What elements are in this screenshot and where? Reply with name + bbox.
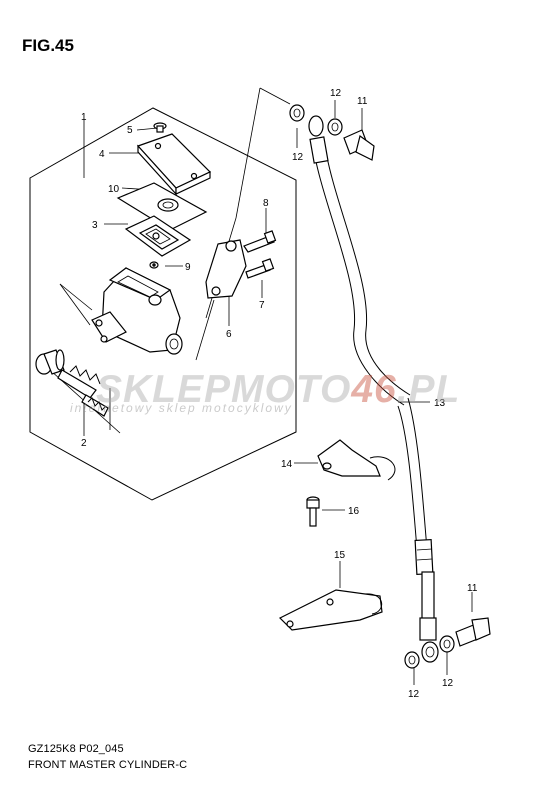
upper-washer-left bbox=[289, 104, 305, 122]
callout-4: 4 bbox=[99, 149, 105, 160]
footer-caption: FRONT MASTER CYLINDER-C bbox=[28, 759, 188, 771]
master-cylinder-body bbox=[91, 267, 183, 355]
watermark-tagline: internetowy sklep motocyklowy bbox=[70, 401, 293, 415]
callout-3: 3 bbox=[92, 220, 98, 231]
holder-bolt-lower bbox=[245, 258, 275, 279]
figure-title: FIG.45 bbox=[22, 36, 74, 55]
callout-15: 15 bbox=[334, 550, 346, 561]
diaphragm bbox=[124, 215, 192, 257]
watermark-brand-main: SKLEPMOTO bbox=[96, 368, 352, 411]
reservoir-cap bbox=[136, 133, 212, 196]
mirror-holder bbox=[205, 239, 247, 299]
callout-2: 2 bbox=[81, 438, 87, 449]
watermark-brand: SKLEPMOTO46.PL bbox=[96, 368, 460, 412]
watermark-brand-highlight: 46 bbox=[351, 368, 397, 411]
callout-11-top: 11 bbox=[357, 96, 368, 107]
callout-5: 5 bbox=[127, 125, 133, 136]
lower-washer-left bbox=[404, 651, 420, 669]
brake-hose bbox=[308, 115, 439, 663]
hose-union-ring bbox=[149, 261, 159, 269]
hose-clamp bbox=[317, 439, 396, 481]
callout-12-bottom-right: 12 bbox=[442, 678, 454, 689]
callout-10: 10 bbox=[108, 184, 120, 195]
clamp-bolt bbox=[306, 496, 320, 527]
upper-washer-right bbox=[327, 118, 343, 136]
callout-1: 1 bbox=[81, 112, 87, 123]
callout-7: 7 bbox=[259, 300, 265, 311]
lower-union-bolt bbox=[455, 617, 491, 647]
holder-bolt-upper bbox=[243, 230, 277, 253]
assembly-outline bbox=[29, 107, 297, 501]
callout-13: 13 bbox=[434, 398, 446, 409]
callout-6: 6 bbox=[226, 329, 232, 340]
watermark-brand-tail: .PL bbox=[396, 368, 461, 411]
upper-union-bolt bbox=[343, 129, 375, 161]
reservoir-cap-screw bbox=[153, 122, 167, 133]
callout-9: 9 bbox=[185, 262, 191, 273]
callout-12-top-right: 12 bbox=[330, 88, 342, 99]
hose-guide-bracket bbox=[278, 589, 383, 631]
callout-16: 16 bbox=[348, 506, 360, 517]
callout-12-bottom-left: 12 bbox=[408, 689, 420, 700]
lower-washer-right bbox=[439, 635, 455, 653]
piston-set bbox=[35, 349, 109, 417]
callout-11-bottom: 11 bbox=[467, 583, 478, 594]
footer-code: GZ125K8 P02_045 bbox=[28, 743, 124, 755]
callout-12-top-left: 12 bbox=[292, 152, 304, 163]
callout-8: 8 bbox=[263, 198, 269, 209]
callout-14: 14 bbox=[281, 459, 293, 470]
